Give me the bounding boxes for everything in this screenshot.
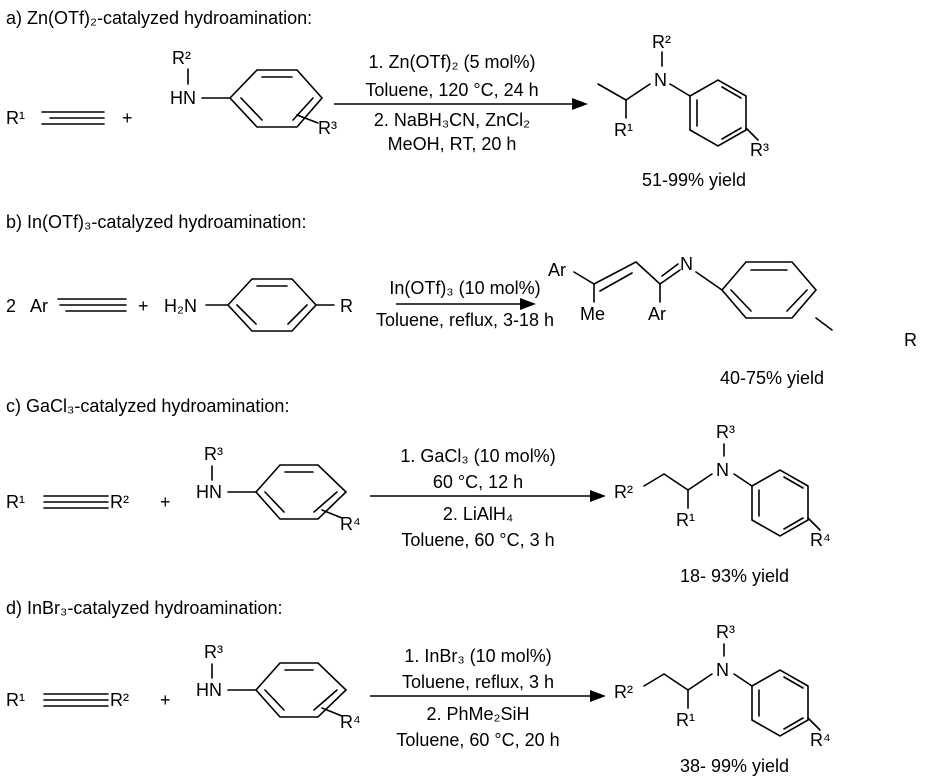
reaction-a-alkyne-bond [41, 111, 105, 125]
reaction-b-cond-1: In(OTf)₃ (10 mol%) [389, 278, 540, 298]
reaction-d-alkyne-r2: R² [110, 690, 129, 710]
reaction-c: c) GaCl₃-catalyzed hydroamination: R¹ R²… [6, 396, 831, 586]
reaction-a-cond-2: Toluene, 120 °C, 24 h [365, 80, 538, 100]
reaction-d-title: d) InBr₃-catalyzed hydroamination: [6, 598, 282, 618]
reaction-d-cond-2: Toluene, reflux, 3 h [402, 672, 554, 692]
reaction-d-product-ring-sub-bond [807, 717, 821, 731]
reaction-c-amine-n: HN [196, 482, 222, 502]
reaction-a-product-ring-sub-bond [745, 127, 759, 141]
reaction-a-plus: + [122, 108, 133, 128]
reaction-b-amine-benzene-ring [226, 278, 318, 332]
reaction-d-plus: + [160, 690, 171, 710]
reaction-b-product-n: N [680, 254, 693, 274]
reaction-a-product-benzene-ring [689, 79, 747, 147]
reaction-b-amine-n: H₂N [164, 296, 197, 316]
reaction-c-arrowhead [590, 490, 606, 502]
reaction-a-cond-4: MeOH, RT, 20 h [388, 134, 517, 154]
reaction-c-amine-r4: R⁴ [340, 514, 361, 534]
reaction-b-plus: + [138, 296, 149, 316]
reaction-d-amine-rn: R³ [204, 642, 223, 662]
reaction-d-amine-n: HN [196, 680, 222, 700]
reaction-d-amine-r4: R⁴ [340, 712, 361, 732]
reaction-a-amine-rn: R² [172, 48, 191, 68]
reaction-b-product-ar1: Ar [548, 260, 566, 280]
reaction-d-product-skeleton [643, 643, 753, 709]
reaction-c-cond-4: Toluene, 60 °C, 3 h [401, 530, 554, 550]
reaction-d-amine-benzene-ring [254, 662, 348, 718]
reaction-b-arrowhead [520, 298, 536, 310]
reaction-d-cond-4: Toluene, 60 °C, 20 h [396, 730, 559, 750]
reaction-a-yield: 51-99% yield [642, 170, 746, 190]
reaction-b-aryl: Ar [30, 296, 48, 316]
reaction-b-product-benzene-ring [720, 261, 818, 319]
reaction-c-amine-rn: R³ [204, 444, 223, 464]
reaction-c-product-n: N [716, 460, 729, 480]
reaction-c-yield: 18- 93% yield [680, 566, 789, 586]
reaction-c-cond-3: 2. LiAlH₄ [443, 504, 513, 524]
reaction-d-amine-ring-sub-bond [321, 707, 343, 717]
reaction-c-product-skeleton [643, 443, 753, 509]
reaction-b-product-r-bond [815, 317, 833, 331]
reaction-d-product-n: N [716, 660, 729, 680]
reaction-c-plus: + [160, 492, 171, 512]
reaction-d-arrowhead [590, 690, 606, 702]
reaction-b-product-ar2: Ar [648, 304, 666, 324]
reaction-a: a) Zn(OTf)₂-catalyzed hydroamination: R¹… [6, 8, 769, 190]
reaction-b-alkyne-bond [57, 298, 127, 312]
reaction-c-amine-ring-sub-bond [321, 509, 343, 519]
reaction-c-product-r2: R² [614, 482, 633, 502]
reaction-a-product-n: N [654, 70, 667, 90]
reaction-b: b) In(OTf)₃-catalyzed hydroamination: 2 … [6, 212, 917, 388]
reaction-d: d) InBr₃-catalyzed hydroamination: R¹ R²… [6, 598, 831, 776]
reaction-c-alkyne-bond [43, 495, 109, 509]
reaction-d-cond-3: 2. PhMe₂SiH [426, 704, 529, 724]
reaction-a-product-skeleton [597, 51, 691, 119]
reaction-c-cond-2: 60 °C, 12 h [433, 472, 523, 492]
reaction-c-product-r1: R¹ [676, 510, 695, 530]
reaction-a-cond-3: 2. NaBH₃CN, ZnCl₂ [374, 110, 530, 130]
reaction-d-alkyne-bond [43, 693, 109, 707]
reaction-c-product-rn: R³ [716, 422, 735, 442]
reaction-c-alkyne-r1: R¹ [6, 492, 25, 512]
reaction-c-title: c) GaCl₃-catalyzed hydroamination: [6, 396, 289, 416]
reaction-a-amine-r3: R³ [318, 118, 337, 138]
reaction-a-amine-n: HN [170, 88, 196, 108]
reaction-a-product-r3: R³ [750, 140, 769, 160]
reaction-a-product-rn: R² [652, 32, 671, 52]
reaction-c-product-benzene-ring [751, 469, 809, 537]
reaction-d-product-benzene-ring [751, 669, 809, 737]
reaction-d-product-rn: R³ [716, 622, 735, 642]
reaction-c-alkyne-r2: R² [110, 492, 129, 512]
reaction-b-product-r: R [904, 330, 917, 350]
reaction-b-coefficient: 2 [6, 296, 16, 316]
reaction-b-product-skeleton [573, 261, 723, 303]
reaction-b-product-me: Me [580, 304, 605, 324]
reaction-d-product-r1: R¹ [676, 710, 695, 730]
reaction-b-yield: 40-75% yield [720, 368, 824, 388]
reaction-d-product-r4: R⁴ [810, 730, 831, 750]
reaction-a-amine-benzene-ring [228, 69, 324, 128]
reaction-a-arrowhead [572, 98, 588, 110]
reaction-d-alkyne-r1: R¹ [6, 690, 25, 710]
reaction-c-cond-1: 1. GaCl₃ (10 mol%) [400, 446, 555, 466]
reaction-b-cond-2: Toluene, reflux, 3-18 h [376, 310, 554, 330]
reaction-d-product-r2: R² [614, 682, 633, 702]
reaction-a-amine-ring-sub-bond [296, 114, 319, 124]
reaction-a-alkyne-r1: R¹ [6, 108, 25, 128]
reaction-c-product-r4: R⁴ [810, 530, 831, 550]
reaction-d-cond-1: 1. InBr₃ (10 mol%) [404, 646, 551, 666]
reaction-a-cond-1: 1. Zn(OTf)₂ (5 mol%) [368, 52, 535, 72]
reaction-b-title: b) In(OTf)₃-catalyzed hydroamination: [6, 212, 306, 232]
reaction-d-yield: 38- 99% yield [680, 756, 789, 776]
reaction-a-product-r1: R¹ [614, 120, 633, 140]
reaction-c-product-ring-sub-bond [807, 517, 821, 531]
reaction-b-amine-r: R [340, 296, 353, 316]
reaction-c-amine-benzene-ring [254, 464, 348, 520]
reaction-a-title: a) Zn(OTf)₂-catalyzed hydroamination: [6, 8, 312, 28]
